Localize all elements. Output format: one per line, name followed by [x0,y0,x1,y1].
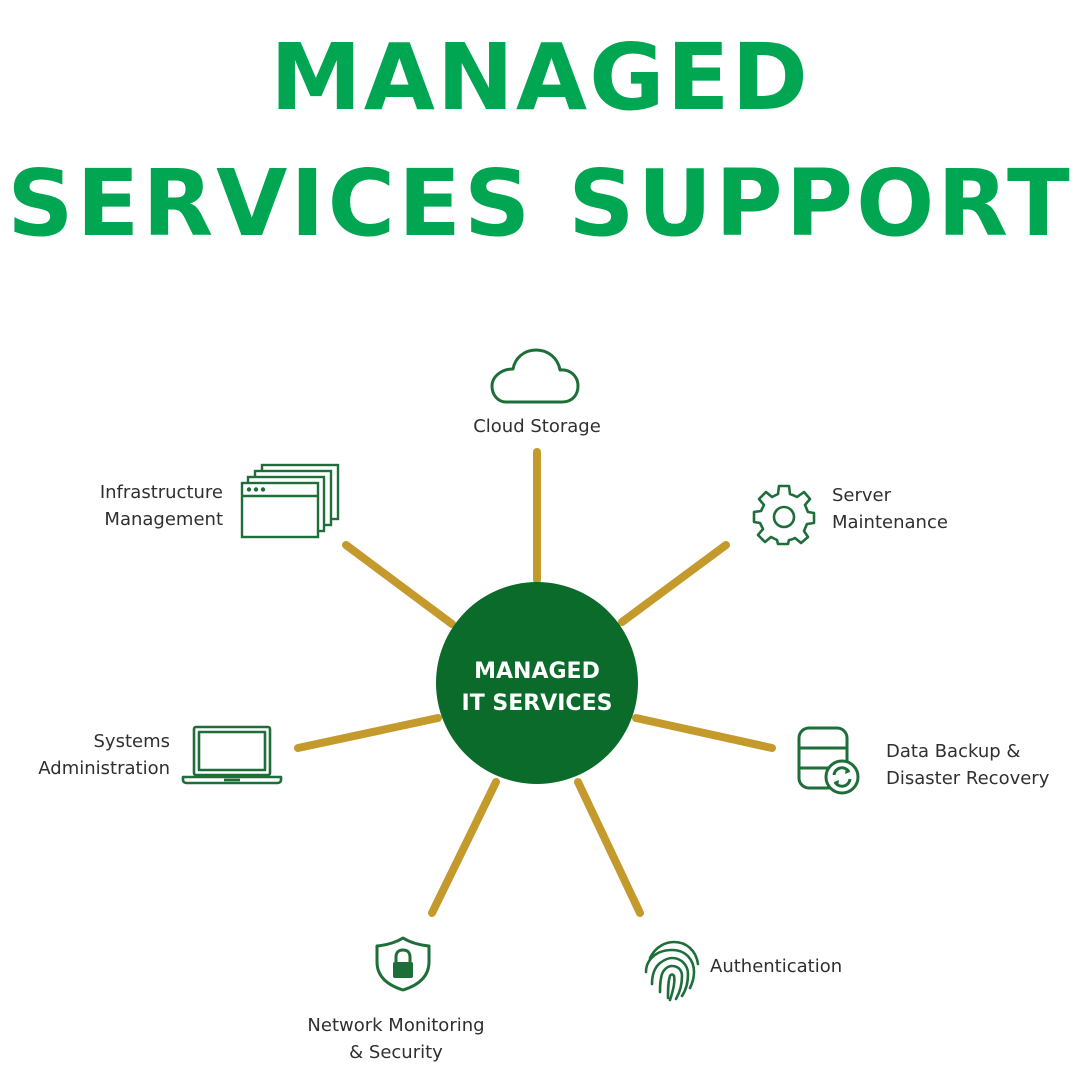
title-line-2: SERVICES SUPPORT [7,150,1073,257]
title-line-1: MANAGED [270,24,810,131]
spoke-data-backup [632,714,776,752]
browser-windows-icon [240,462,342,542]
laptop-icon [180,724,284,786]
cloud-icon [488,344,580,408]
database-sync-icon [796,725,862,797]
spoke-systems-administration [294,714,442,752]
spoke-authentication [574,778,644,917]
label-network-monitoring: Network Monitoring & Security [307,1015,485,1063]
fingerprint-icon [642,938,702,1002]
spoke-network-monitoring [428,778,500,917]
label-data-backup: Data Backup & Disaster Recovery [886,741,1050,789]
label-infrastructure-management: Infrastructure Management [99,482,223,530]
hub-label-line-2: IT SERVICES [461,691,613,716]
label-server-maintenance: Server Maintenance [832,485,948,533]
hub-circle [436,582,638,784]
shield-lock-icon [371,936,435,992]
spoke-server-maintenance [618,541,730,626]
hub-label: MANAGED IT SERVICES [437,656,637,720]
hub-label-line-1: MANAGED [474,659,600,684]
label-systems-administration: Systems Administration [38,731,170,779]
spoke-infrastructure-management [342,541,456,628]
label-cloud-storage: Cloud Storage [473,416,601,437]
label-authentication: Authentication [710,956,843,977]
gear-icon [752,482,816,546]
